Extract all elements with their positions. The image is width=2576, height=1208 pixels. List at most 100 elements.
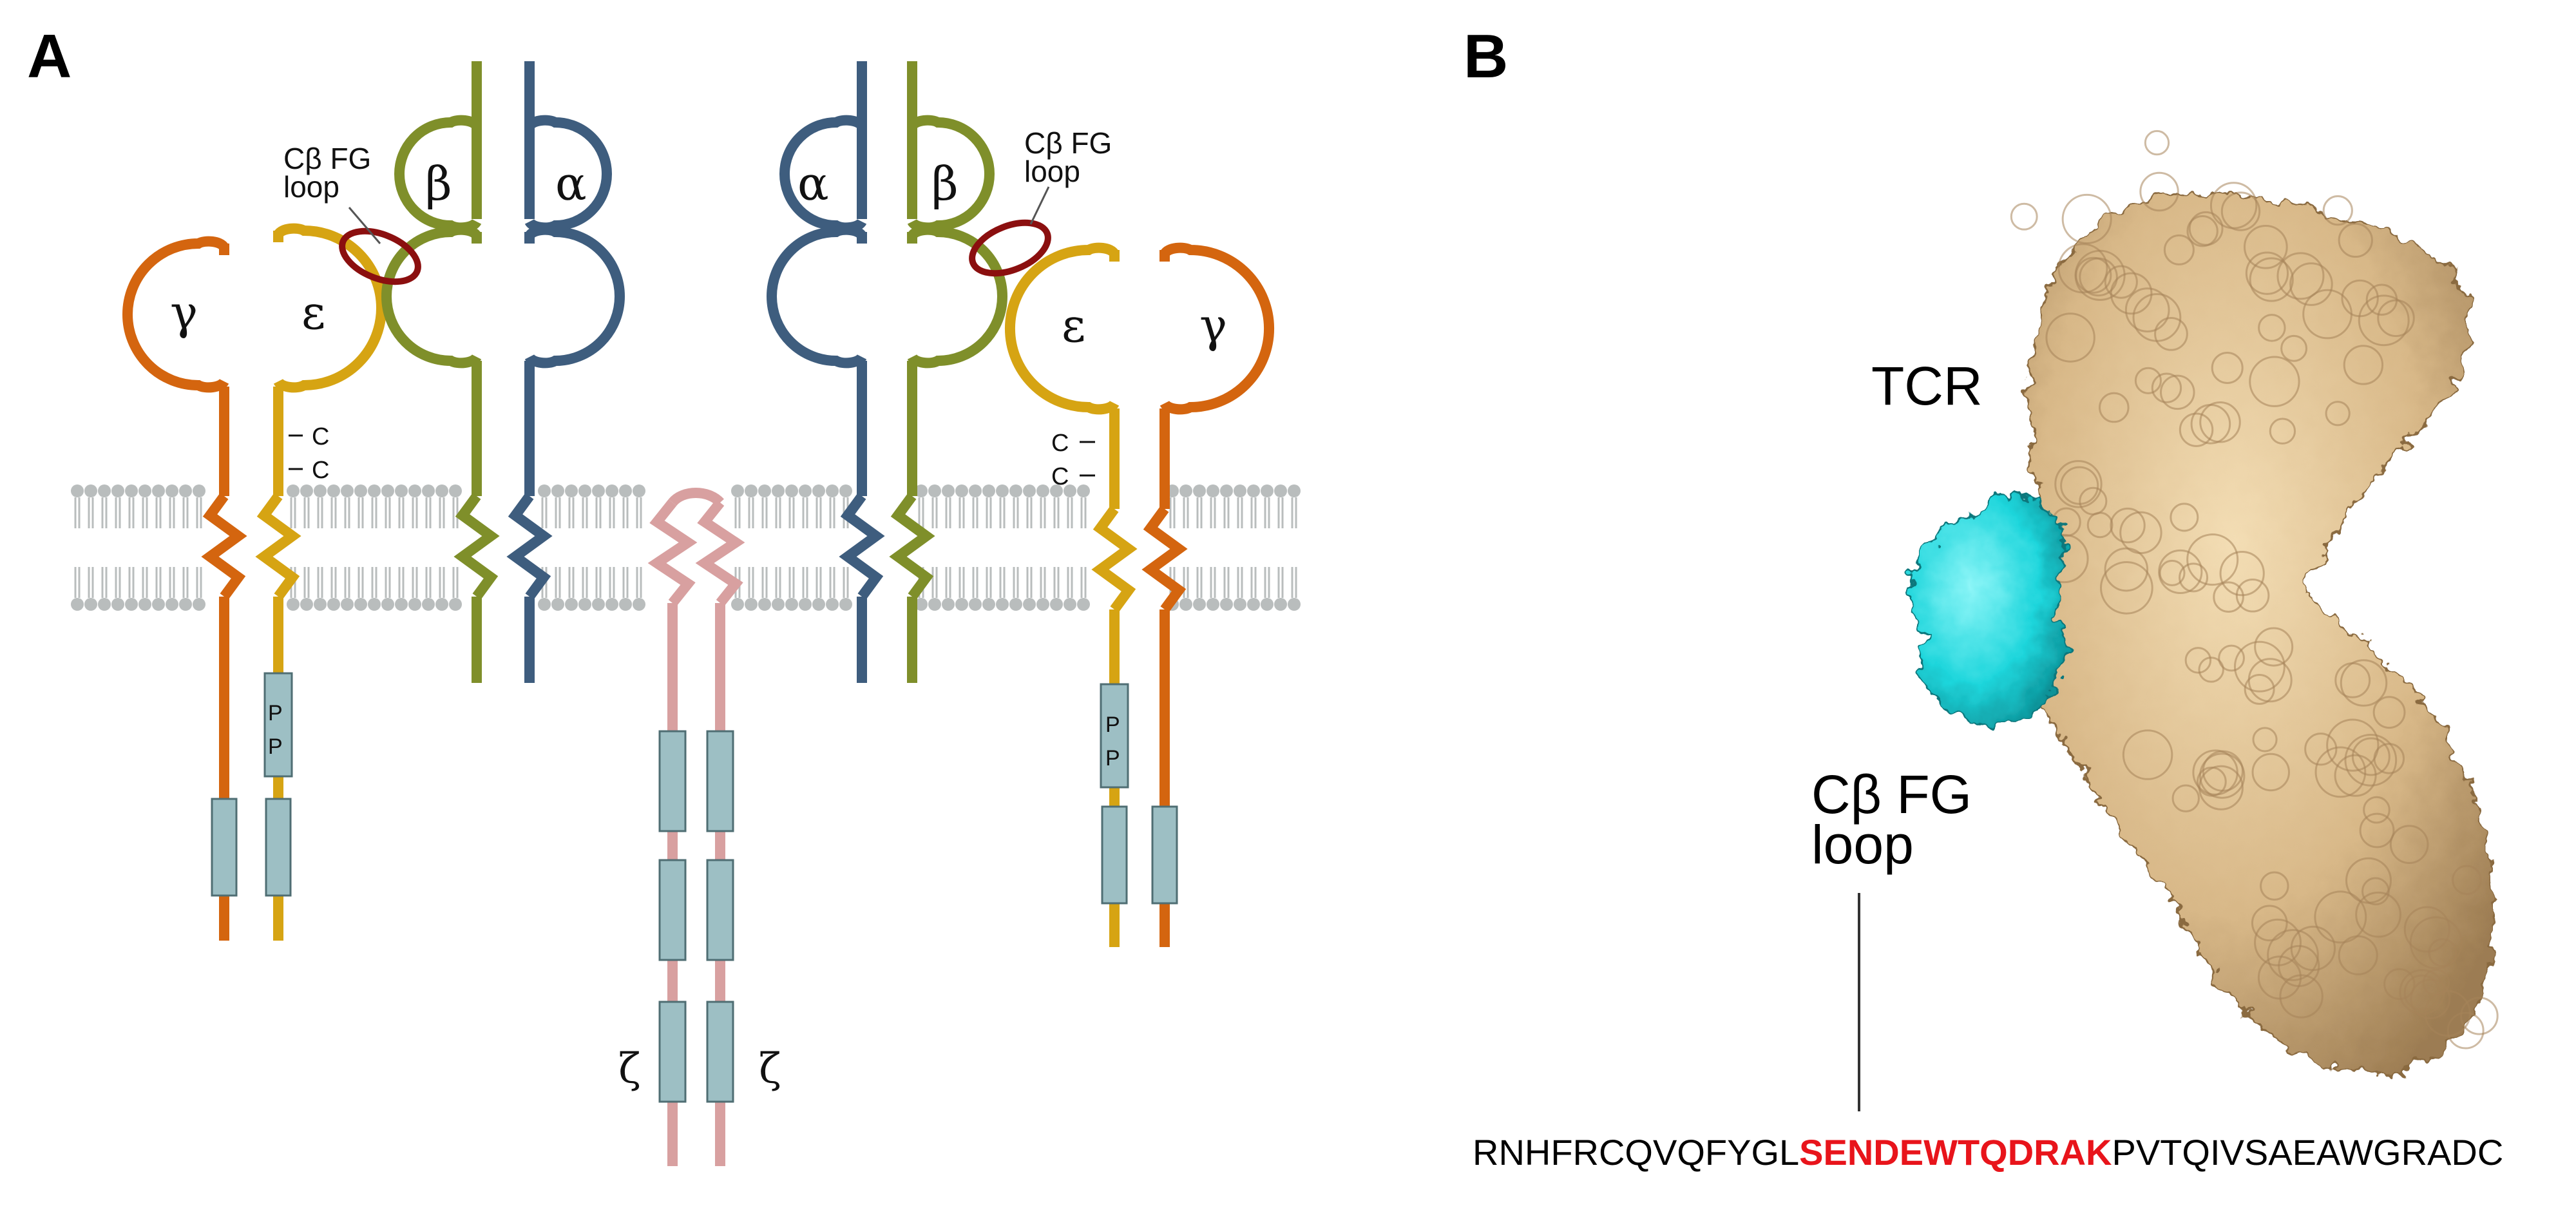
phospho-box-left bbox=[263, 672, 293, 778]
surface-bump bbox=[2314, 890, 2367, 944]
lipid-head bbox=[812, 484, 825, 497]
lipid-head bbox=[592, 598, 605, 611]
surface-bump bbox=[2184, 647, 2212, 674]
surface-bump bbox=[2104, 547, 2149, 592]
surface-bump bbox=[2198, 765, 2244, 810]
surface-bump bbox=[2258, 314, 2286, 342]
svg-text:P: P bbox=[1105, 713, 1120, 737]
surface-bump bbox=[2372, 696, 2406, 729]
beta-vdomain-right bbox=[907, 115, 995, 233]
surface-bump bbox=[2122, 729, 2173, 780]
lipid-head bbox=[619, 484, 632, 497]
alpha-vdomain-right bbox=[779, 115, 867, 233]
lipid-head bbox=[1234, 484, 1246, 497]
itam-box-zeta-3-left bbox=[658, 1001, 687, 1103]
fg-loop-left bbox=[339, 227, 421, 285]
surface-bump bbox=[2289, 262, 2333, 306]
surface-bump bbox=[2278, 944, 2320, 988]
svg-text:C: C bbox=[312, 457, 329, 484]
lipid-head bbox=[969, 598, 982, 611]
surface-bump bbox=[2124, 287, 2170, 332]
lipid-head bbox=[1036, 598, 1049, 611]
surface-bump bbox=[2160, 374, 2195, 410]
svg-text:loop: loop bbox=[1024, 155, 1080, 188]
surface-bump bbox=[2325, 401, 2351, 427]
beta-label-right: β bbox=[931, 157, 959, 211]
panel-a: A γ ε β α α β ε γ ζ ζ Cβ FG loop Cβ FG l… bbox=[27, 22, 1301, 1166]
itam-box-epsilon-right bbox=[1101, 805, 1128, 905]
lipid-head bbox=[1207, 598, 1219, 611]
lipid-head bbox=[955, 484, 968, 497]
beta-cdomain-right bbox=[907, 224, 1007, 369]
sequence-prefix: RNHFRCQVQFYGL bbox=[1473, 1132, 1799, 1173]
epsilon-tm-right bbox=[1091, 506, 1138, 613]
cysteine-labels-right: C C bbox=[1051, 430, 1095, 490]
itam-box-gamma-left bbox=[211, 798, 238, 897]
surface-bump bbox=[2326, 718, 2380, 772]
lipid-head bbox=[969, 484, 982, 497]
lipid-head bbox=[408, 484, 421, 497]
surface-bump bbox=[2233, 640, 2285, 693]
cysteine-labels-left: C C bbox=[289, 423, 329, 484]
epsilon-label-right: ε bbox=[1062, 298, 1085, 352]
lipid-head bbox=[955, 598, 968, 611]
alpha-cdomain-left bbox=[524, 224, 625, 369]
svg-text:Cβ FG: Cβ FG bbox=[1024, 126, 1112, 160]
lipid-head bbox=[111, 484, 124, 497]
lipid-head bbox=[758, 484, 771, 497]
surface-bump bbox=[2424, 990, 2471, 1037]
gamma-label-right: γ bbox=[1199, 298, 1227, 352]
itam-box-zeta-1-left bbox=[658, 730, 687, 832]
lipid-head bbox=[408, 598, 421, 611]
itam-box-gamma-right bbox=[1151, 805, 1178, 905]
lipid-head bbox=[551, 598, 564, 611]
svg-text:loop: loop bbox=[283, 170, 339, 204]
phospho-labels-right: P P bbox=[1105, 713, 1120, 771]
lipid-head bbox=[758, 598, 771, 611]
lipid-head bbox=[551, 484, 564, 497]
lipid-head bbox=[368, 598, 381, 611]
svg-text:loop: loop bbox=[1811, 814, 1914, 875]
lipid-head bbox=[1220, 484, 1233, 497]
surface-bump bbox=[2389, 825, 2429, 864]
surface-bump bbox=[2363, 796, 2390, 824]
surface-bump bbox=[2410, 979, 2451, 1020]
lipid-head bbox=[422, 484, 435, 497]
gamma-tm-right bbox=[1141, 506, 1188, 613]
surface-bump bbox=[2244, 224, 2288, 269]
surface-bump bbox=[2340, 659, 2388, 707]
surface-bump bbox=[2252, 727, 2278, 753]
itam-box-zeta-2-left bbox=[658, 859, 687, 961]
alpha-label-left: α bbox=[555, 157, 587, 211]
itam-box-zeta-1-right bbox=[706, 730, 734, 832]
surface-bump bbox=[2247, 658, 2293, 703]
lipid-head bbox=[799, 484, 812, 497]
fg-loop-label-b: Cβ FG loop bbox=[1811, 764, 1972, 875]
fg-loop-label-left: Cβ FG loop bbox=[283, 142, 381, 244]
lipid-head bbox=[1009, 598, 1022, 611]
tcr-surface-texture bbox=[2010, 129, 2499, 1050]
surface-bump bbox=[2334, 754, 2377, 797]
lipid-head bbox=[839, 484, 852, 497]
lipid-head bbox=[314, 598, 327, 611]
lipid-head bbox=[565, 598, 578, 611]
lipid-head bbox=[578, 484, 591, 497]
surface-bump bbox=[2186, 215, 2218, 247]
lipid-head bbox=[1220, 598, 1233, 611]
lipid-head bbox=[1036, 484, 1049, 497]
surface-bump bbox=[2267, 929, 2319, 981]
surface-bump bbox=[2218, 644, 2245, 672]
alpha-cdomain-right bbox=[767, 224, 867, 369]
lipid-head bbox=[1288, 484, 1301, 497]
surface-bump bbox=[2144, 129, 2170, 156]
itam-box-zeta-2-right bbox=[706, 859, 734, 961]
alpha-tm-left bbox=[506, 493, 553, 600]
lipid-head bbox=[98, 598, 111, 611]
surface-bump bbox=[2186, 533, 2239, 586]
surface-bump bbox=[2355, 891, 2401, 938]
lipid-head bbox=[915, 484, 928, 497]
lipid-head bbox=[71, 598, 84, 611]
gamma-tm-left bbox=[201, 493, 247, 600]
surface-bump bbox=[2403, 906, 2450, 953]
zeta-dimer-link bbox=[668, 488, 724, 506]
